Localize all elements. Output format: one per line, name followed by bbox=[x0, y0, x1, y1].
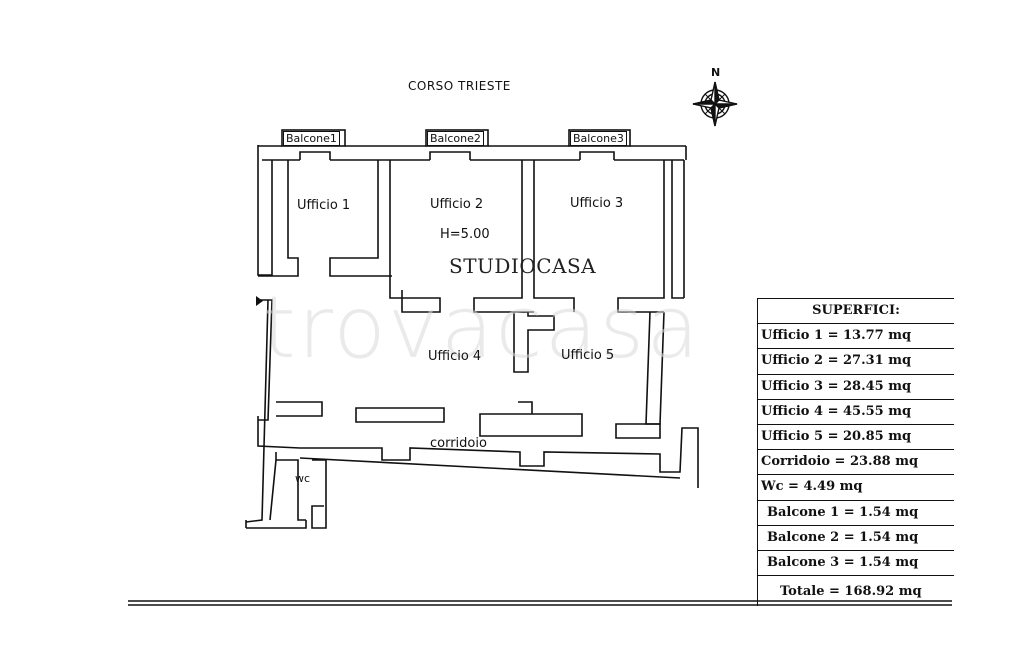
surface-row: Ufficio 3 = 28.45 mq bbox=[758, 375, 954, 400]
balcony-2-label: Balcone2 bbox=[427, 131, 484, 146]
surface-total: Totale = 168.92 mq bbox=[780, 584, 922, 600]
balcony-3-label: Balcone3 bbox=[570, 131, 627, 146]
wc-walls bbox=[275, 452, 327, 529]
compass-icon bbox=[692, 81, 738, 127]
surface-row: Balcone 3 = 1.54 mq bbox=[758, 551, 954, 577]
surface-row: Corridoio = 23.88 mq bbox=[758, 450, 954, 476]
surface-row: Ufficio 5 = 20.85 mq bbox=[758, 425, 954, 451]
corridor-bottom-wall bbox=[257, 416, 699, 488]
surface-row: Balcone 2 = 1.54 mq bbox=[758, 526, 954, 551]
right-wall bbox=[671, 146, 687, 299]
brand-label: STUDIOCASA bbox=[449, 254, 597, 278]
street-label: CORSO TRIESTE bbox=[408, 79, 511, 93]
corridor-wall bbox=[276, 401, 583, 437]
central-partition bbox=[513, 312, 555, 373]
room-ufficio-3: Ufficio 3 bbox=[570, 196, 624, 211]
room-wc: wc bbox=[295, 472, 311, 485]
surfaces-title: SUPERFICI: bbox=[758, 299, 954, 325]
surface-row: Balcone 1 = 1.54 mq bbox=[758, 501, 954, 526]
room-ufficio-4: Ufficio 4 bbox=[428, 349, 482, 364]
surface-row: Wc = 4.49 mq bbox=[758, 475, 954, 501]
room-ufficio-2: Ufficio 2 bbox=[430, 197, 484, 212]
room-corridoio: corridoio bbox=[430, 436, 487, 451]
surface-row: Ufficio 2 = 27.31 mq bbox=[758, 349, 954, 375]
bottom-line bbox=[128, 600, 952, 606]
ufficio2-walls bbox=[389, 160, 534, 313]
north-label: N bbox=[711, 66, 721, 79]
room-ufficio-5: Ufficio 5 bbox=[561, 348, 615, 363]
surface-row: Ufficio 1 = 13.77 mq bbox=[758, 324, 954, 350]
room-ufficio-1: Ufficio 1 bbox=[297, 198, 351, 213]
surface-row: Ufficio 4 = 45.55 mq bbox=[758, 400, 954, 425]
ufficio1-walls bbox=[258, 160, 392, 277]
balcony-1-label: Balcone1 bbox=[283, 131, 340, 146]
surfaces-table: SUPERFICI: Ufficio 1 = 13.77 mq Ufficio … bbox=[757, 298, 954, 607]
ufficio3-walls bbox=[533, 160, 665, 313]
room-height-note: H=5.00 bbox=[440, 227, 490, 242]
left-wall bbox=[257, 145, 273, 276]
